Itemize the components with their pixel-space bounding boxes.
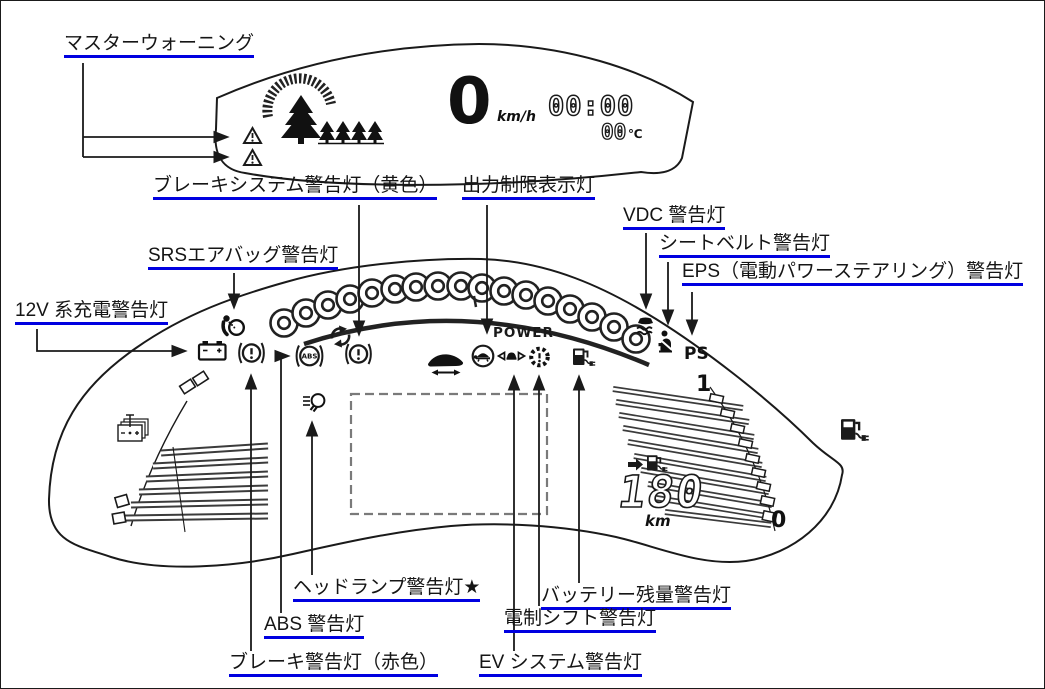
srs-airbag-icon [221, 315, 246, 337]
clock-display: 00:00 [548, 91, 634, 122]
car-silhouette-icon [428, 354, 464, 376]
label-seatbelt: シートベルト警告灯 [659, 233, 831, 259]
label-headlamp: ヘッドランプ警告灯★ [293, 577, 481, 603]
ev-system-icon [496, 351, 527, 361]
label-ev-system: EV システム警告灯 [479, 652, 643, 678]
top-display-panel [214, 42, 695, 186]
eco-indicator [262, 73, 384, 145]
power-label: POWER [493, 325, 554, 341]
seatbelt-icon [658, 330, 673, 353]
range-unit: km [645, 512, 671, 530]
label-eps: EPS（電動パワーステアリング）警告灯 [682, 261, 1024, 287]
label-vdc: VDC 警告灯 [623, 205, 726, 231]
battery-12v-icon [197, 341, 227, 361]
label-battery-level: バッテリー残量警告灯 [541, 585, 732, 611]
power-meter-bubbles [269, 271, 651, 354]
label-srs-airbag: SRSエアバッグ警告灯 [148, 245, 339, 271]
headlamp-warning-icon [303, 393, 326, 413]
power-limit-turtle-icon [471, 344, 495, 368]
speed-unit: km/h [497, 109, 536, 125]
eco-tree-icon [281, 95, 321, 144]
abs-icon: ABS [295, 345, 324, 367]
battery-temp-icon [117, 414, 149, 442]
label-abs: ABS 警告灯 [264, 614, 365, 640]
soc-gauge-top: 1 [696, 372, 711, 397]
battery-temp-gauge [111, 370, 269, 533]
label-master-warning: マスターウォーニング [64, 33, 255, 59]
low-battery-arrow-pump-icon [628, 454, 669, 473]
vdc-icon [636, 317, 653, 336]
power-meter-arc [303, 318, 650, 368]
connector-lines [36, 63, 699, 651]
label-brake-system-yellow: ブレーキシステム警告灯（黄色） [153, 175, 438, 201]
svg-text:ABS: ABS [302, 353, 318, 361]
label-shift: 電制シフト警告灯 [504, 608, 657, 634]
temp-unit: ℃ [628, 127, 643, 141]
center-display-window [349, 392, 549, 516]
master-warning-triangle-1 [242, 125, 263, 144]
soc-gauge-bottom: 0 [771, 508, 786, 533]
regen-arrows-icon [330, 325, 351, 348]
eps-ps-indicator: PS [684, 344, 709, 364]
label-output-limit: 出力制限表示灯 [462, 175, 596, 201]
label-12v-charge: 12V 系充電警告灯 [15, 300, 169, 326]
master-warning-triangle-2 [242, 147, 263, 166]
range-value: 180 [615, 467, 708, 518]
speed-value: 0 [447, 65, 492, 139]
temp-value: 00 [601, 120, 626, 144]
soc-gauge [612, 386, 778, 532]
label-brake-red: ブレーキ警告灯（赤色） [229, 652, 439, 678]
eco-small-trees [318, 121, 384, 145]
shift-warning-gear-icon [529, 346, 550, 368]
